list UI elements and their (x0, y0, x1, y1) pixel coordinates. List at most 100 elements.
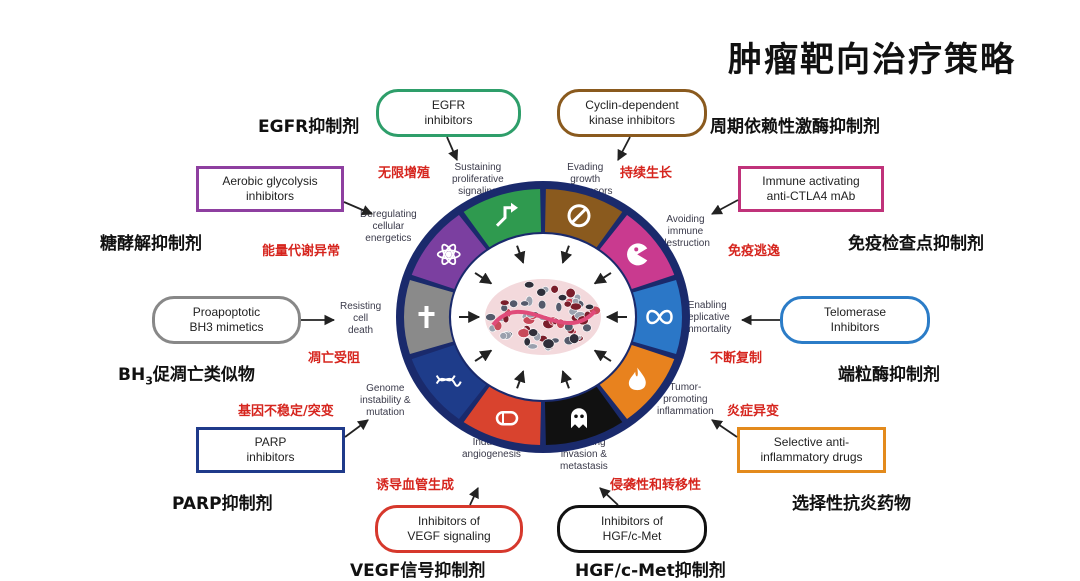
tumor-cell (557, 294, 568, 302)
hallmark-line: promoting (663, 394, 708, 405)
inward-arrow (474, 349, 493, 362)
hallmark-line: Deregulating (360, 209, 417, 220)
box-line: Aerobic glycolysis (222, 174, 318, 188)
tumor-cell (571, 334, 584, 342)
inward-arrow (513, 245, 526, 264)
tumor-cell (538, 335, 548, 343)
tumor-cell (541, 286, 550, 293)
tumor-cell (528, 313, 538, 320)
box-line: kinase inhibitors (588, 113, 676, 127)
hallmark-line: growth (570, 174, 601, 185)
tumor-cell (533, 332, 542, 342)
hallmark-line: mutation (366, 407, 405, 418)
immune-red-label: 免疫逃逸 (728, 244, 781, 259)
vessel-swirl (491, 309, 597, 327)
box-line: Inhibitors of (417, 514, 481, 528)
hallmark-line: replicative (684, 312, 730, 323)
hallmark-line: death (348, 325, 374, 336)
tumor-cell (542, 318, 555, 329)
bh3-zh-rest: 促凋亡类似物 (152, 365, 255, 385)
tumor-cell (527, 343, 538, 350)
tumor-cell (500, 331, 512, 340)
wheel-segment (411, 344, 487, 419)
box-line: anti-CTLA4 mAb (766, 189, 856, 203)
hallmark-line: Genome (366, 383, 405, 394)
tumor-cell (569, 334, 582, 341)
tumor-cell (542, 338, 555, 349)
hallmark-line: angiogenesis (462, 449, 521, 460)
tumor-cell (521, 312, 534, 321)
tumor-cell (524, 281, 535, 289)
box-line: VEGF signaling (407, 529, 491, 543)
inward-arrow (593, 272, 612, 285)
tumor-cell (526, 313, 535, 322)
tumor-cell (571, 299, 585, 309)
tumor-cell (582, 323, 592, 333)
angio-red-label: 诱导血管生成 (376, 478, 455, 493)
hallmark-line: invasion & (560, 449, 607, 460)
hallmark-line: metastasis (560, 461, 608, 472)
hallmark-line: Activating (562, 437, 606, 448)
outer-ring (396, 181, 690, 453)
immune-zh-label: 免疫检查点抑制剂 (848, 234, 984, 254)
connector-arrow (711, 419, 738, 438)
box-line: inflammatory drugs (760, 450, 863, 464)
box-line: inhibitors (424, 113, 473, 127)
box-line: EGFR (431, 98, 466, 112)
arrow-up-right-icon (495, 202, 518, 227)
hallmark-line: immortality (683, 324, 732, 335)
box-line: Cyclin-dependent (585, 98, 679, 112)
tumor-cell (500, 304, 508, 312)
tumor-cell (567, 297, 576, 306)
hallmark-line: proliferative (452, 174, 504, 185)
wheel-segment (632, 280, 682, 354)
egfr-zh-label: EGFR抑制剂 (258, 117, 360, 137)
telo-zh-label: 端粒酶抑制剂 (838, 365, 940, 385)
wheel-segment (411, 215, 487, 290)
inflam-red-label: 炎症异变 (727, 404, 780, 419)
inward-arrow (560, 245, 573, 264)
death-red-label: 凋亡受阻 (308, 351, 361, 366)
hallmark-line: instability & (360, 395, 411, 406)
tumor-cell (502, 314, 510, 324)
bh3-zh-label: BH3促凋亡类似物 (118, 360, 255, 387)
tumor-cell (509, 299, 518, 308)
tumor-cell (523, 337, 531, 347)
tumor-cell (584, 303, 594, 310)
tumor-cell (501, 330, 513, 338)
tumor-cell (569, 333, 580, 344)
infinity-icon (646, 309, 673, 325)
tumor-cell (530, 311, 540, 319)
connector-arrow (344, 419, 369, 438)
tumor-cell (499, 332, 508, 340)
bh3-zh-main: BH (118, 365, 146, 385)
box-line: Immune activating (762, 174, 860, 188)
tumor-cell (568, 307, 578, 316)
tumor-cell (555, 302, 563, 312)
cdk-zh-label: 周期依赖性激酶抑制剂 (710, 117, 880, 137)
tumor-cell (520, 328, 528, 339)
tumor-cell (556, 318, 566, 329)
tumor-cell (543, 338, 552, 346)
nsaid-zh-label: 选择性抗炎药物 (792, 494, 911, 514)
tumor-cell (536, 287, 547, 297)
tumor-cell (493, 320, 503, 331)
tumor-cell (522, 316, 536, 325)
pacman-icon (627, 243, 648, 266)
tumor-cell (498, 315, 506, 322)
box-line: BH3 mimetics (189, 320, 264, 334)
tumor-cell (520, 300, 530, 307)
box-line: Selective anti- (773, 435, 850, 449)
hallmark-line: inflammation (657, 406, 714, 417)
tumor-cell (504, 308, 512, 319)
hallmark-line: Enabling (687, 300, 727, 311)
inward-arrow (560, 370, 573, 389)
